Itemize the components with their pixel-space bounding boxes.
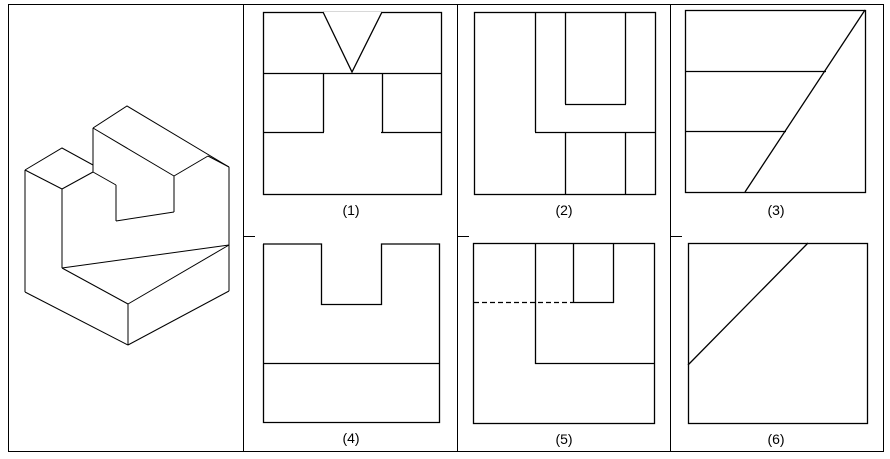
view-2 (473, 11, 657, 196)
view-label-3: (3) (767, 202, 784, 218)
view-label-2: (2) (555, 202, 572, 218)
view-5 (472, 242, 656, 425)
table-grid (8, 4, 884, 452)
view-label-5: (5) (555, 431, 572, 447)
view-label-1: (1) (342, 202, 359, 218)
view-3 (684, 9, 867, 194)
isometric-drawing-icon (24, 105, 230, 346)
view-6 (687, 242, 869, 425)
view-1 (262, 11, 443, 196)
view-4 (262, 243, 441, 424)
view-label-4: (4) (342, 430, 359, 446)
view-label-6: (6) (767, 431, 784, 447)
